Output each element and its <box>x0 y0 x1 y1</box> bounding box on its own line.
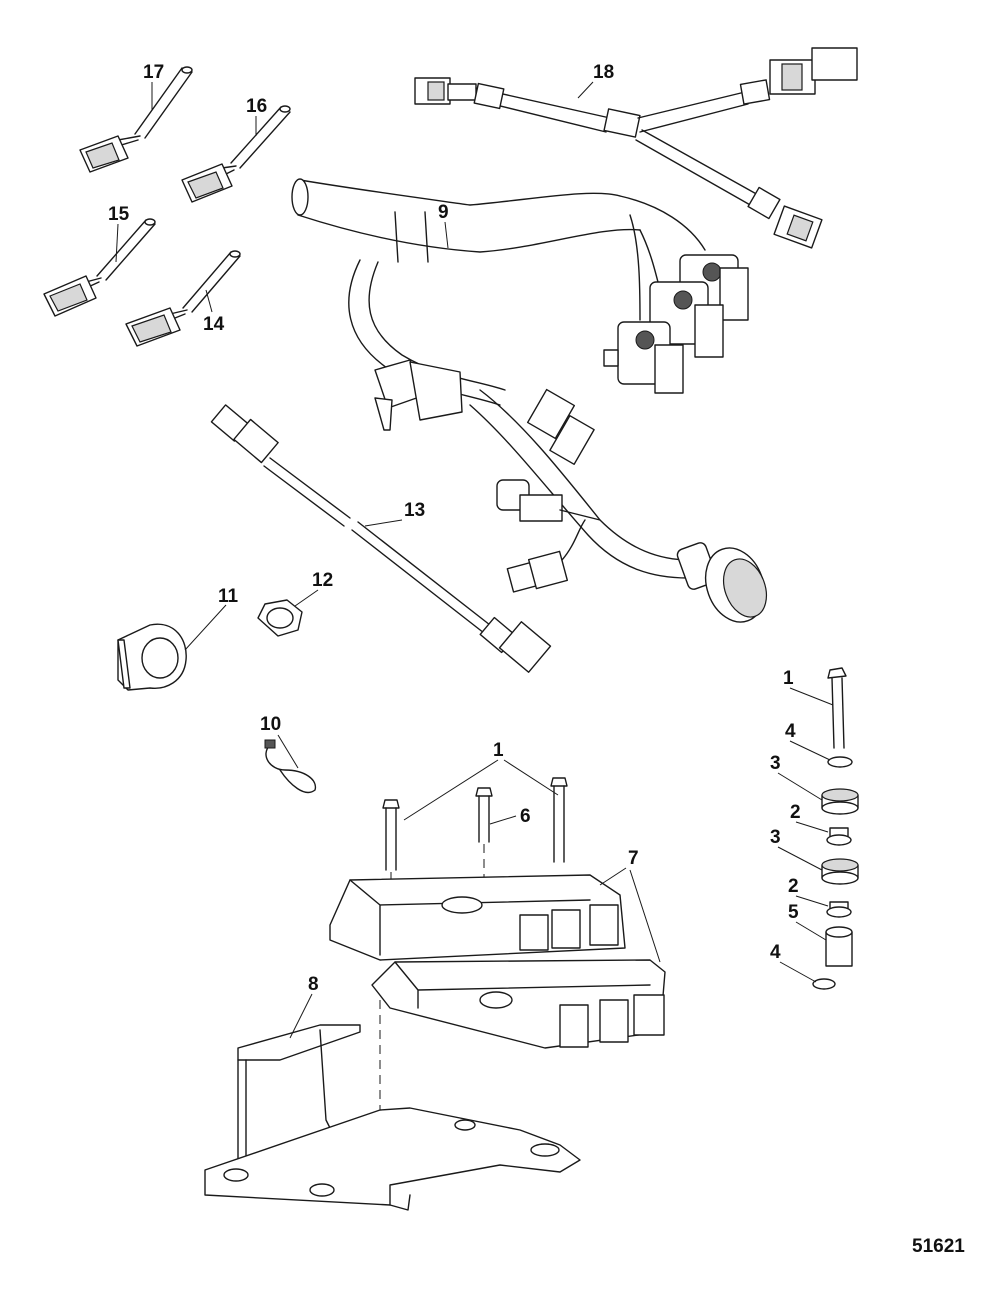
callout-9: 9 <box>438 202 449 223</box>
mounting-bracket-8 <box>204 1024 581 1211</box>
callout-12: 12 <box>312 570 333 591</box>
leader-lines <box>115 81 834 1039</box>
callout-4-upper: 4 <box>785 721 796 742</box>
ecm-module-upper <box>329 874 626 961</box>
callout-14: 14 <box>203 314 225 335</box>
callout-2-lower: 2 <box>788 876 799 897</box>
callout-5: 5 <box>788 902 799 923</box>
callout-2-upper: 2 <box>790 802 801 823</box>
isolator-mount-stack <box>812 667 859 990</box>
pigtail-connector-14 <box>125 250 241 347</box>
callout-7: 7 <box>628 848 639 869</box>
pigtail-connector-17 <box>79 66 193 173</box>
y-harness-18 <box>414 47 858 249</box>
engine-harness-9 <box>291 178 768 623</box>
callout-13: 13 <box>404 500 425 521</box>
callout-18: 18 <box>593 62 614 83</box>
callout-3-upper: 3 <box>770 753 781 774</box>
mounting-bracket-11 <box>117 623 187 691</box>
callout-1-center: 1 <box>493 740 504 761</box>
callout-8: 8 <box>308 974 319 995</box>
callout-labels: 17 16 15 14 18 9 13 11 12 10 1 6 7 8 1 4… <box>108 62 965 1257</box>
callout-15: 15 <box>108 204 130 225</box>
callout-11: 11 <box>218 586 239 607</box>
extension-harness-13 <box>210 404 552 673</box>
mounting-bolts <box>382 777 568 871</box>
cable-tie-10 <box>264 739 317 794</box>
figure-number: 51621 <box>912 1236 965 1257</box>
callout-10: 10 <box>260 714 281 735</box>
callout-6: 6 <box>520 806 531 827</box>
callout-17: 17 <box>143 62 164 83</box>
pigtail-connector-16 <box>181 105 291 203</box>
callout-16: 16 <box>246 96 267 117</box>
callout-1-right: 1 <box>783 668 794 689</box>
callout-3-lower: 3 <box>770 827 781 848</box>
pigtail-connector-15 <box>43 218 156 317</box>
ecm-module-lower <box>371 959 666 1049</box>
hex-nut-12 <box>257 599 303 637</box>
callout-4-lower: 4 <box>770 942 781 963</box>
